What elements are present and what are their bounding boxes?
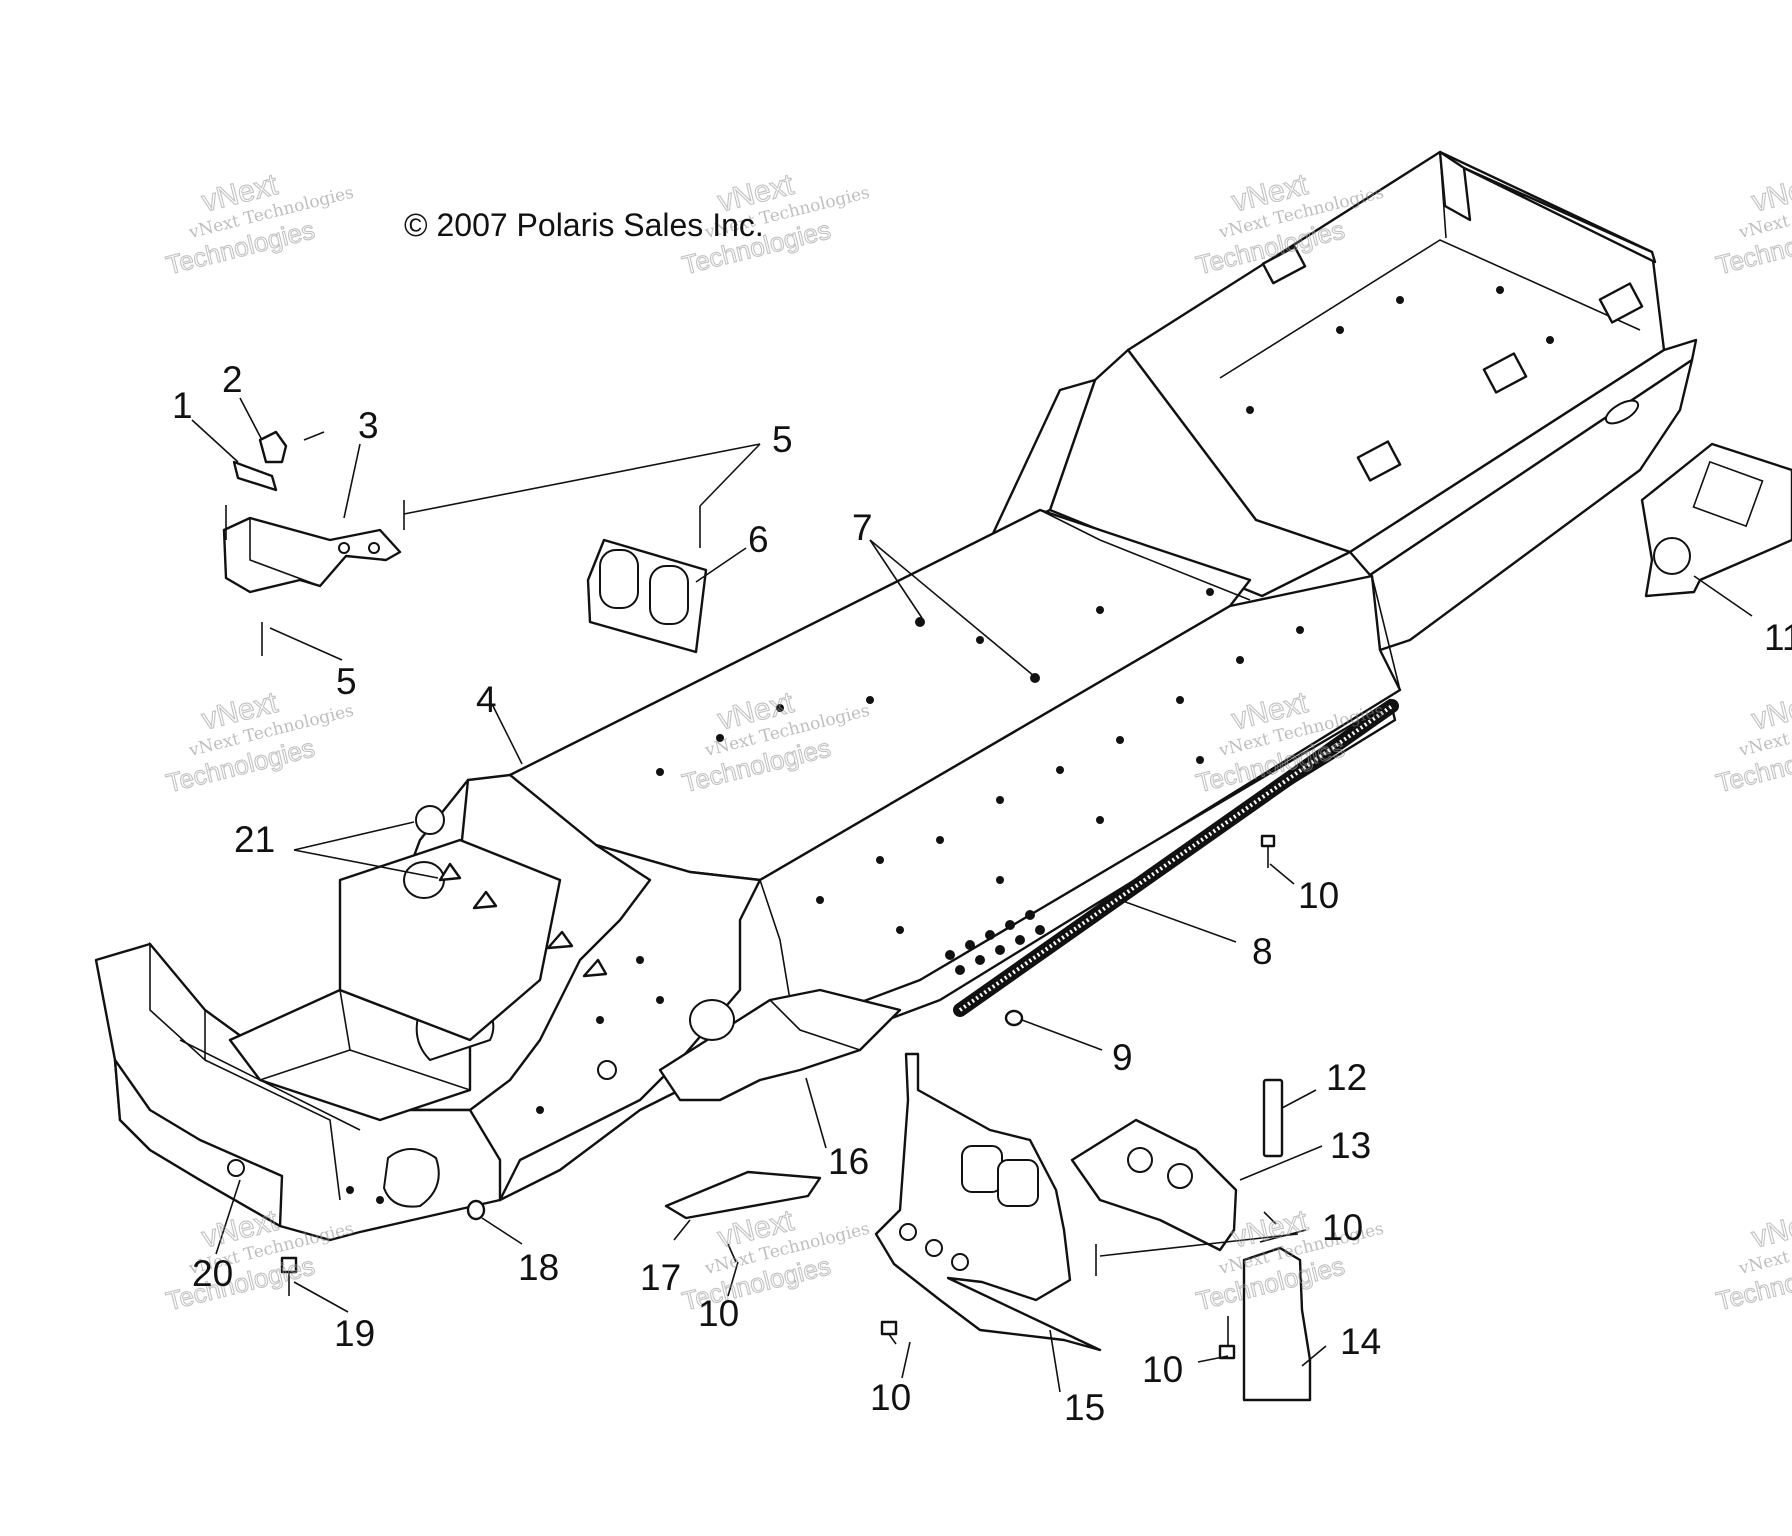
callout-18: 18 (518, 1247, 559, 1288)
part-13-heat-shield (1070, 1118, 1238, 1252)
callout-6: 6 (748, 519, 769, 560)
callout-10d: 10 (870, 1377, 911, 1418)
part-1-latch-plate (232, 460, 278, 492)
callout-1: 1 (172, 385, 193, 426)
part-15-front-shield (874, 1052, 1102, 1352)
callout-5a: 5 (772, 419, 793, 460)
callout-2: 2 (222, 359, 243, 400)
callout-3: 3 (358, 405, 379, 446)
watermark-right-top: vNext vNext Technologies Technologies (1713, 167, 1792, 280)
part-2-bracket-clip (258, 430, 325, 464)
watermark-right-mid: vNext vNext Technologies Technologies (1713, 685, 1792, 798)
callout-20: 20 (192, 1253, 233, 1294)
part-10-bolts (727, 834, 1277, 1360)
callout-21: 21 (234, 819, 275, 860)
callout-7: 7 (852, 507, 873, 548)
part-6-grommet-plate (586, 538, 708, 654)
callout-labels: 1 2 3 5 5 6 7 4 21 10 8 9 12 13 10 14 10… (172, 359, 1792, 1428)
part-5-bolts (261, 506, 701, 656)
copyright-notice: © 2007 Polaris Sales Inc. (404, 207, 764, 243)
callout-10e: 10 (698, 1293, 739, 1334)
callout-10b: 10 (1322, 1207, 1363, 1248)
callout-16: 16 (828, 1141, 869, 1182)
callout-10c: 10 (1142, 1349, 1183, 1390)
callout-11: 11 (1764, 617, 1792, 658)
part-9-plug (1004, 1009, 1024, 1027)
callout-19: 19 (334, 1313, 375, 1354)
chassis-tunnel (94, 150, 1698, 1242)
callout-13: 13 (1330, 1125, 1371, 1166)
part-18-plug (466, 1199, 486, 1221)
watermark-right-bot: vNext vNext Technologies Technologies (1713, 1203, 1792, 1316)
part-21-inserts (438, 862, 608, 978)
part-19-bolt (280, 1256, 298, 1296)
callout-15: 15 (1064, 1387, 1105, 1428)
callout-14: 14 (1340, 1321, 1381, 1362)
callout-12: 12 (1326, 1057, 1367, 1098)
callout-17: 17 (640, 1257, 681, 1298)
part-12-clip (1262, 1078, 1284, 1158)
callout-8: 8 (1252, 931, 1273, 972)
callout-4: 4 (476, 679, 497, 720)
callout-10a: 10 (1298, 875, 1339, 916)
part-14-lower-shield (1242, 1246, 1312, 1402)
part-17-cover-plate (664, 1170, 822, 1220)
part-3-mount-bracket (222, 500, 405, 594)
watermark-tl: vNext vNext Technologies Technologies (163, 167, 356, 280)
watermark-ml: vNext vNext Technologies Technologies (163, 685, 356, 798)
callout-9: 9 (1112, 1037, 1133, 1078)
leader-lines (191, 397, 1753, 1393)
callout-5b: 5 (336, 661, 357, 702)
part-11-side-bracket (1640, 442, 1792, 598)
